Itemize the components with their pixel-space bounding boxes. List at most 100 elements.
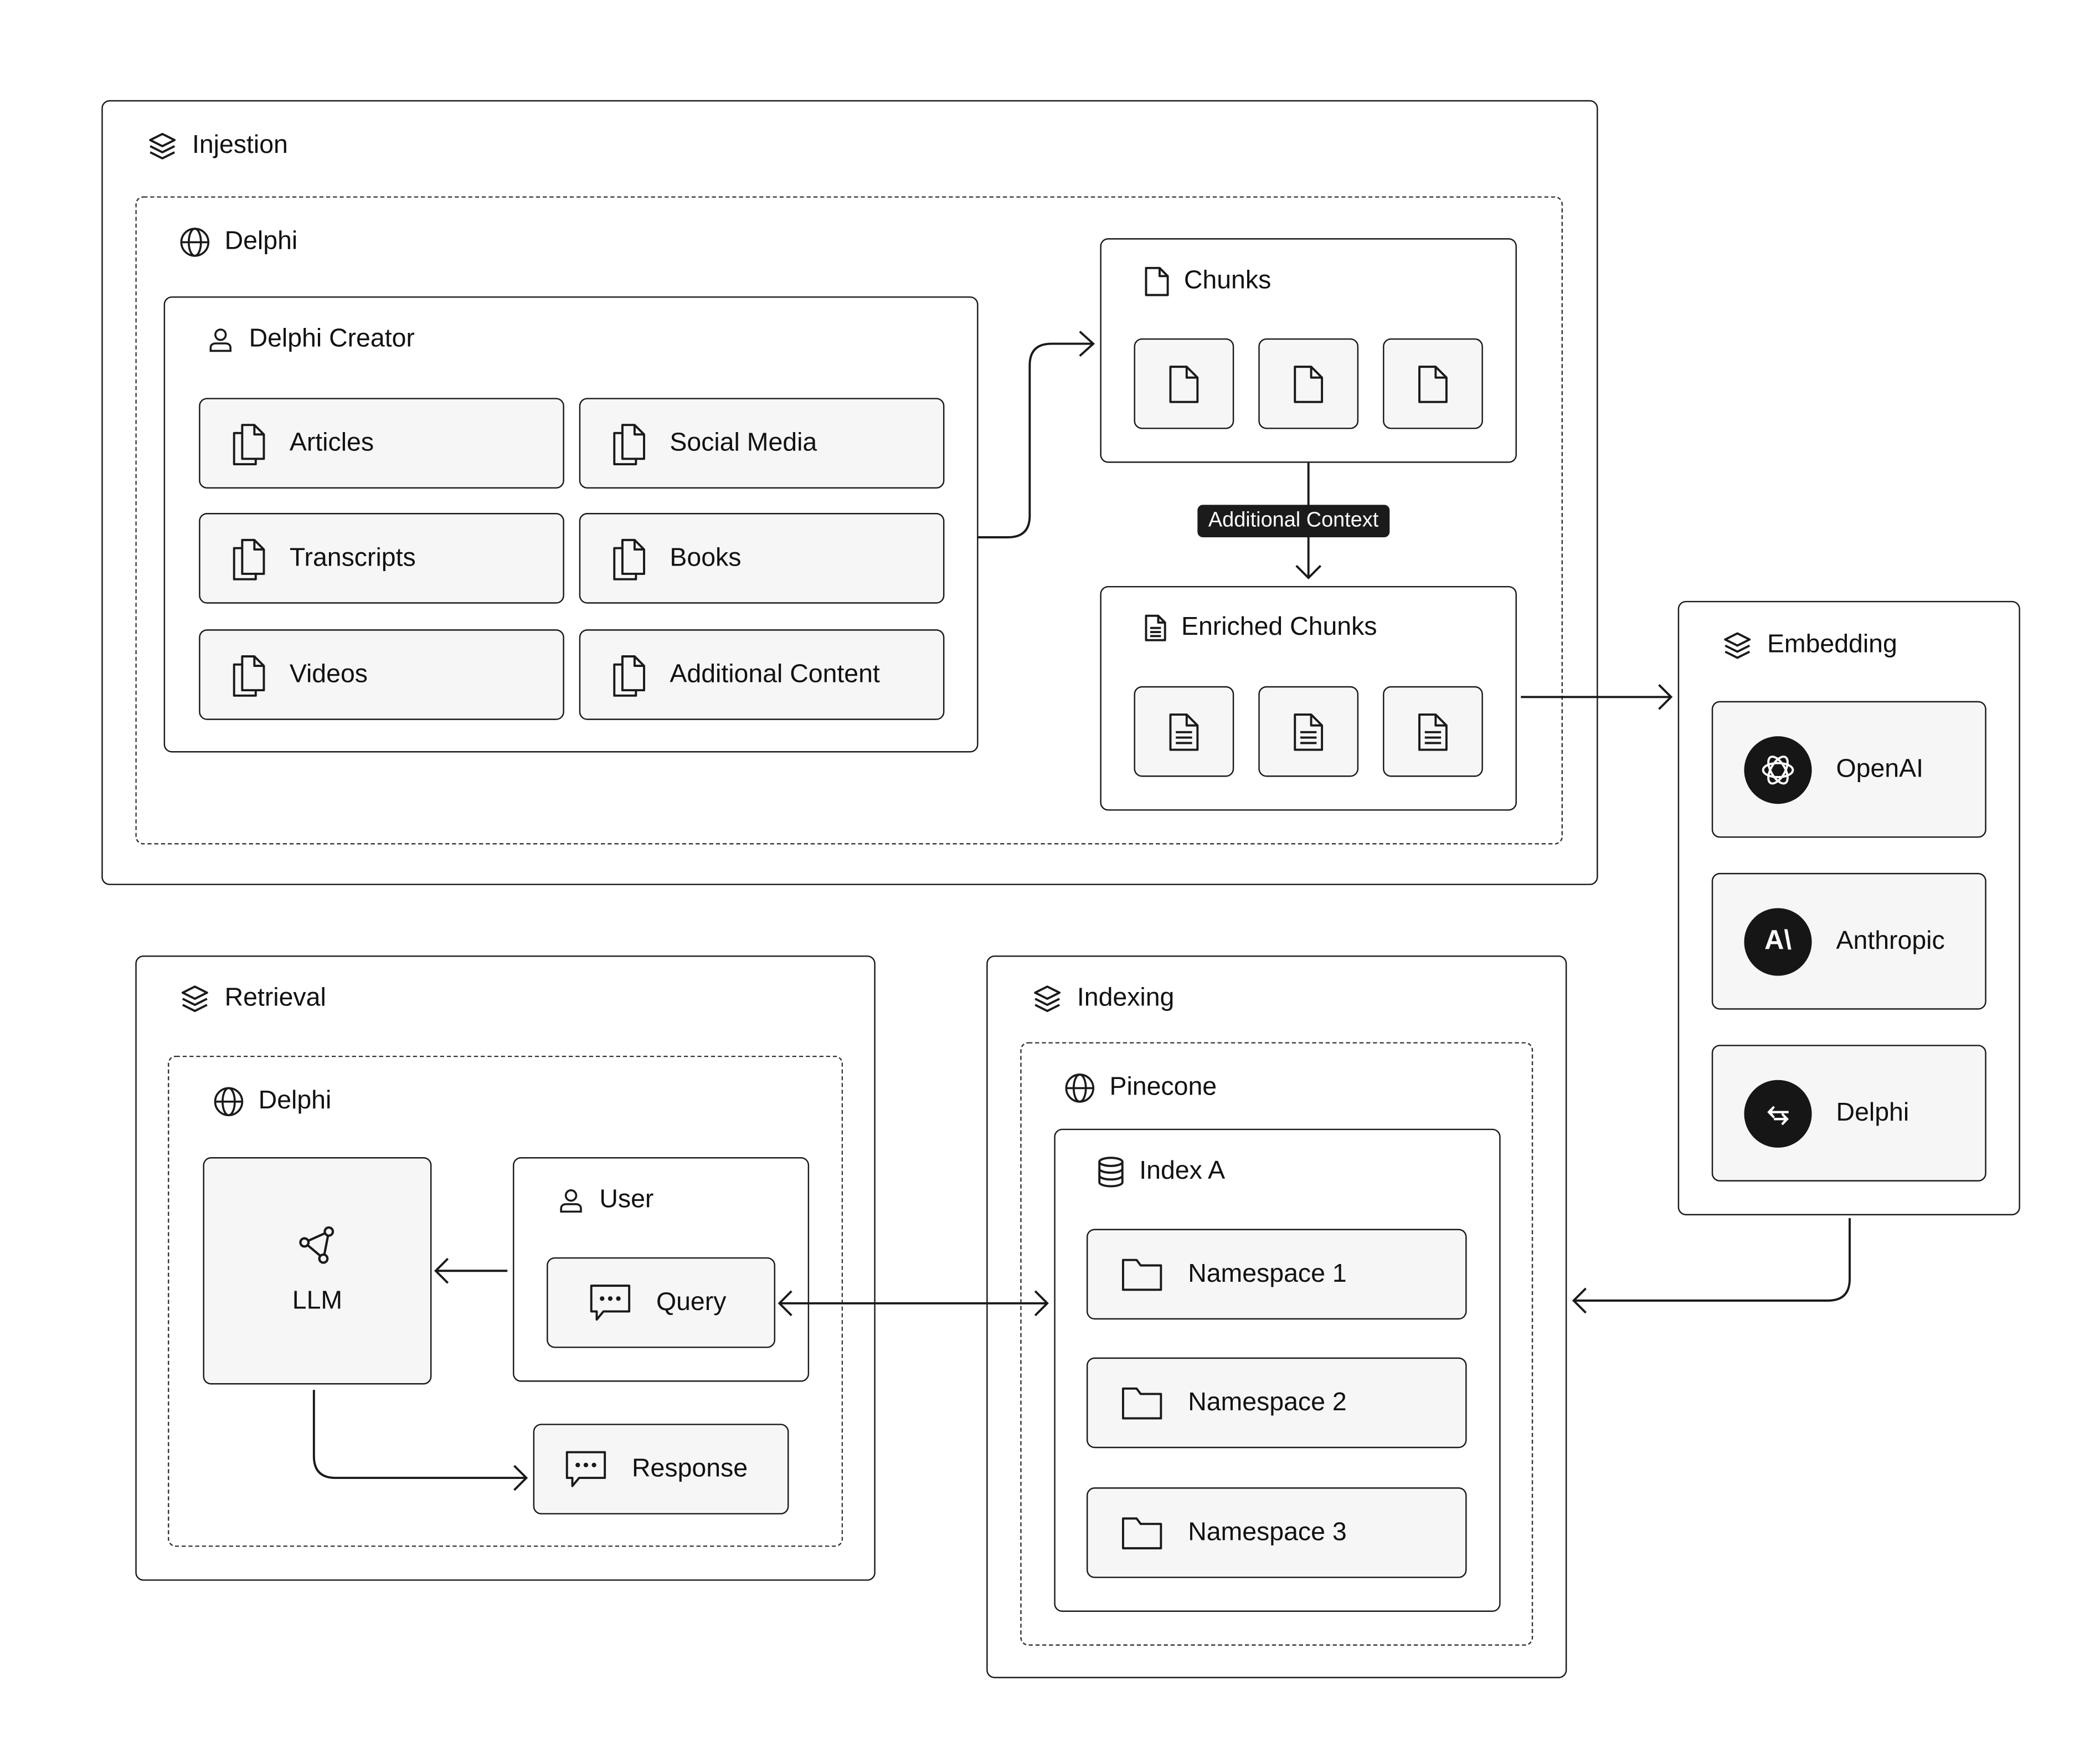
layers-icon: [1034, 985, 1061, 1013]
file-text-icon: [1145, 614, 1166, 641]
delphi-logo-icon: ⥃: [1744, 1079, 1812, 1147]
user-icon: [560, 1189, 582, 1213]
chunks-header: Chunks: [1144, 265, 1272, 298]
embedding-header: Embedding: [1721, 629, 1897, 662]
folder-icon: [1121, 1258, 1162, 1291]
retrieval-header: Retrieval: [179, 983, 326, 1015]
provider-name: OpenAI: [1836, 754, 1923, 783]
pinecone-zone: [1020, 1042, 1533, 1646]
chat-bubble-icon: [590, 1283, 631, 1320]
ingestion-header: Injestion: [146, 130, 288, 163]
ingestion-title: Injestion: [192, 131, 288, 160]
source-label: Books: [670, 543, 742, 572]
embedding-title: Embedding: [1767, 630, 1897, 659]
network-icon: [298, 1226, 333, 1264]
chunk-tile: [1258, 338, 1359, 429]
index-header: Index A: [1096, 1156, 1225, 1189]
globe-icon: [214, 1087, 244, 1117]
namespace-card[interactable]: Namespace 1: [1086, 1229, 1467, 1320]
retrieval-title: Retrieval: [224, 984, 326, 1013]
provider-card-delphi[interactable]: ⥃ Delphi: [1711, 1045, 1986, 1182]
chat-bubble-icon: [565, 1450, 606, 1487]
delphi-creator-header: Delphi Creator: [205, 325, 415, 355]
source-card[interactable]: Books: [579, 513, 945, 604]
provider-card-anthropic[interactable]: A\ Anthropic: [1711, 872, 1986, 1010]
creator-to-chunks-arrow: [978, 342, 1094, 538]
layers-icon: [149, 132, 176, 160]
pinecone-label: Pinecone: [1109, 1073, 1217, 1102]
file-icon: [1169, 364, 1199, 403]
layers-icon: [181, 985, 208, 1013]
enriched-chunk-tile: [1258, 686, 1359, 777]
layers-icon: [1724, 632, 1751, 659]
provider-card-openai[interactable]: OpenAI: [1711, 701, 1986, 838]
file-text-icon: [1169, 712, 1199, 751]
documents-icon: [613, 654, 645, 696]
documents-icon: [233, 423, 265, 465]
retrieval-delphi-label: Delphi: [258, 1086, 332, 1116]
retrieval-delphi-header: Delphi: [213, 1086, 332, 1118]
llm-to-response-arrow: [312, 1390, 527, 1480]
retrieval-delphi-zone: [167, 1055, 843, 1547]
documents-icon: [613, 423, 645, 465]
folder-icon: [1121, 1517, 1162, 1549]
ingestion-delphi-zone: [135, 196, 1563, 845]
documents-icon: [233, 654, 265, 696]
globe-icon: [180, 228, 210, 257]
response-label: Response: [632, 1454, 748, 1483]
index-title: Index A: [1139, 1157, 1226, 1186]
chunk-tile: [1134, 338, 1234, 429]
namespace-label: Namespace 2: [1188, 1388, 1347, 1416]
source-card[interactable]: Additional Content: [579, 629, 945, 720]
file-icon: [1418, 364, 1448, 403]
indexing-title: Indexing: [1077, 984, 1175, 1013]
documents-icon: [233, 538, 265, 580]
user-header: User: [556, 1185, 653, 1215]
source-card[interactable]: Videos: [199, 629, 564, 720]
source-label: Social Media: [670, 428, 817, 457]
source-card[interactable]: Social Media: [579, 398, 945, 489]
source-card[interactable]: Articles: [199, 398, 564, 489]
enriched-chunks-header: Enriched Chunks: [1144, 613, 1377, 643]
namespace-label: Namespace 3: [1188, 1518, 1347, 1547]
additional-context-badge: Additional Context: [1197, 505, 1389, 537]
llm-label: LLM: [292, 1287, 343, 1316]
ingestion-delphi-header: Delphi: [179, 226, 297, 259]
provider-name: Anthropic: [1836, 926, 1945, 955]
globe-icon: [1065, 1073, 1095, 1103]
pinecone-header: Pinecone: [1063, 1072, 1217, 1105]
provider-name: Delphi: [1836, 1098, 1909, 1127]
user-title: User: [599, 1185, 654, 1214]
query-label: Query: [656, 1287, 727, 1317]
source-card[interactable]: Transcripts: [199, 513, 564, 604]
database-icon: [1098, 1157, 1124, 1188]
llm-node[interactable]: LLM: [203, 1157, 432, 1385]
file-text-icon: [1418, 712, 1448, 751]
chunks-title: Chunks: [1183, 266, 1272, 295]
response-card[interactable]: Response: [533, 1424, 789, 1515]
file-text-icon: [1294, 712, 1324, 751]
query-card[interactable]: Query: [547, 1257, 776, 1348]
anthropic-glyph: A\: [1764, 926, 1792, 956]
file-icon: [1294, 364, 1324, 403]
namespace-label: Namespace 1: [1188, 1259, 1347, 1288]
source-label: Additional Content: [670, 660, 880, 689]
embedding-to-indexing-arrow: [1573, 1218, 1851, 1302]
enriched-chunk-tile: [1134, 686, 1234, 777]
user-icon: [209, 328, 231, 352]
chunk-tile: [1383, 338, 1483, 429]
file-icon: [1145, 266, 1169, 296]
source-label: Transcripts: [289, 543, 416, 572]
enriched-chunk-tile: [1383, 686, 1483, 777]
anthropic-logo-icon: A\: [1744, 907, 1812, 975]
namespace-card[interactable]: Namespace 3: [1086, 1487, 1467, 1578]
openai-logo-icon: [1744, 735, 1812, 804]
folder-icon: [1121, 1386, 1162, 1419]
source-label: Articles: [289, 428, 374, 457]
namespace-card[interactable]: Namespace 2: [1086, 1357, 1467, 1448]
indexing-header: Indexing: [1031, 983, 1175, 1015]
delphi-glyph: ⥃: [1767, 1097, 1789, 1128]
source-label: Videos: [289, 660, 368, 689]
